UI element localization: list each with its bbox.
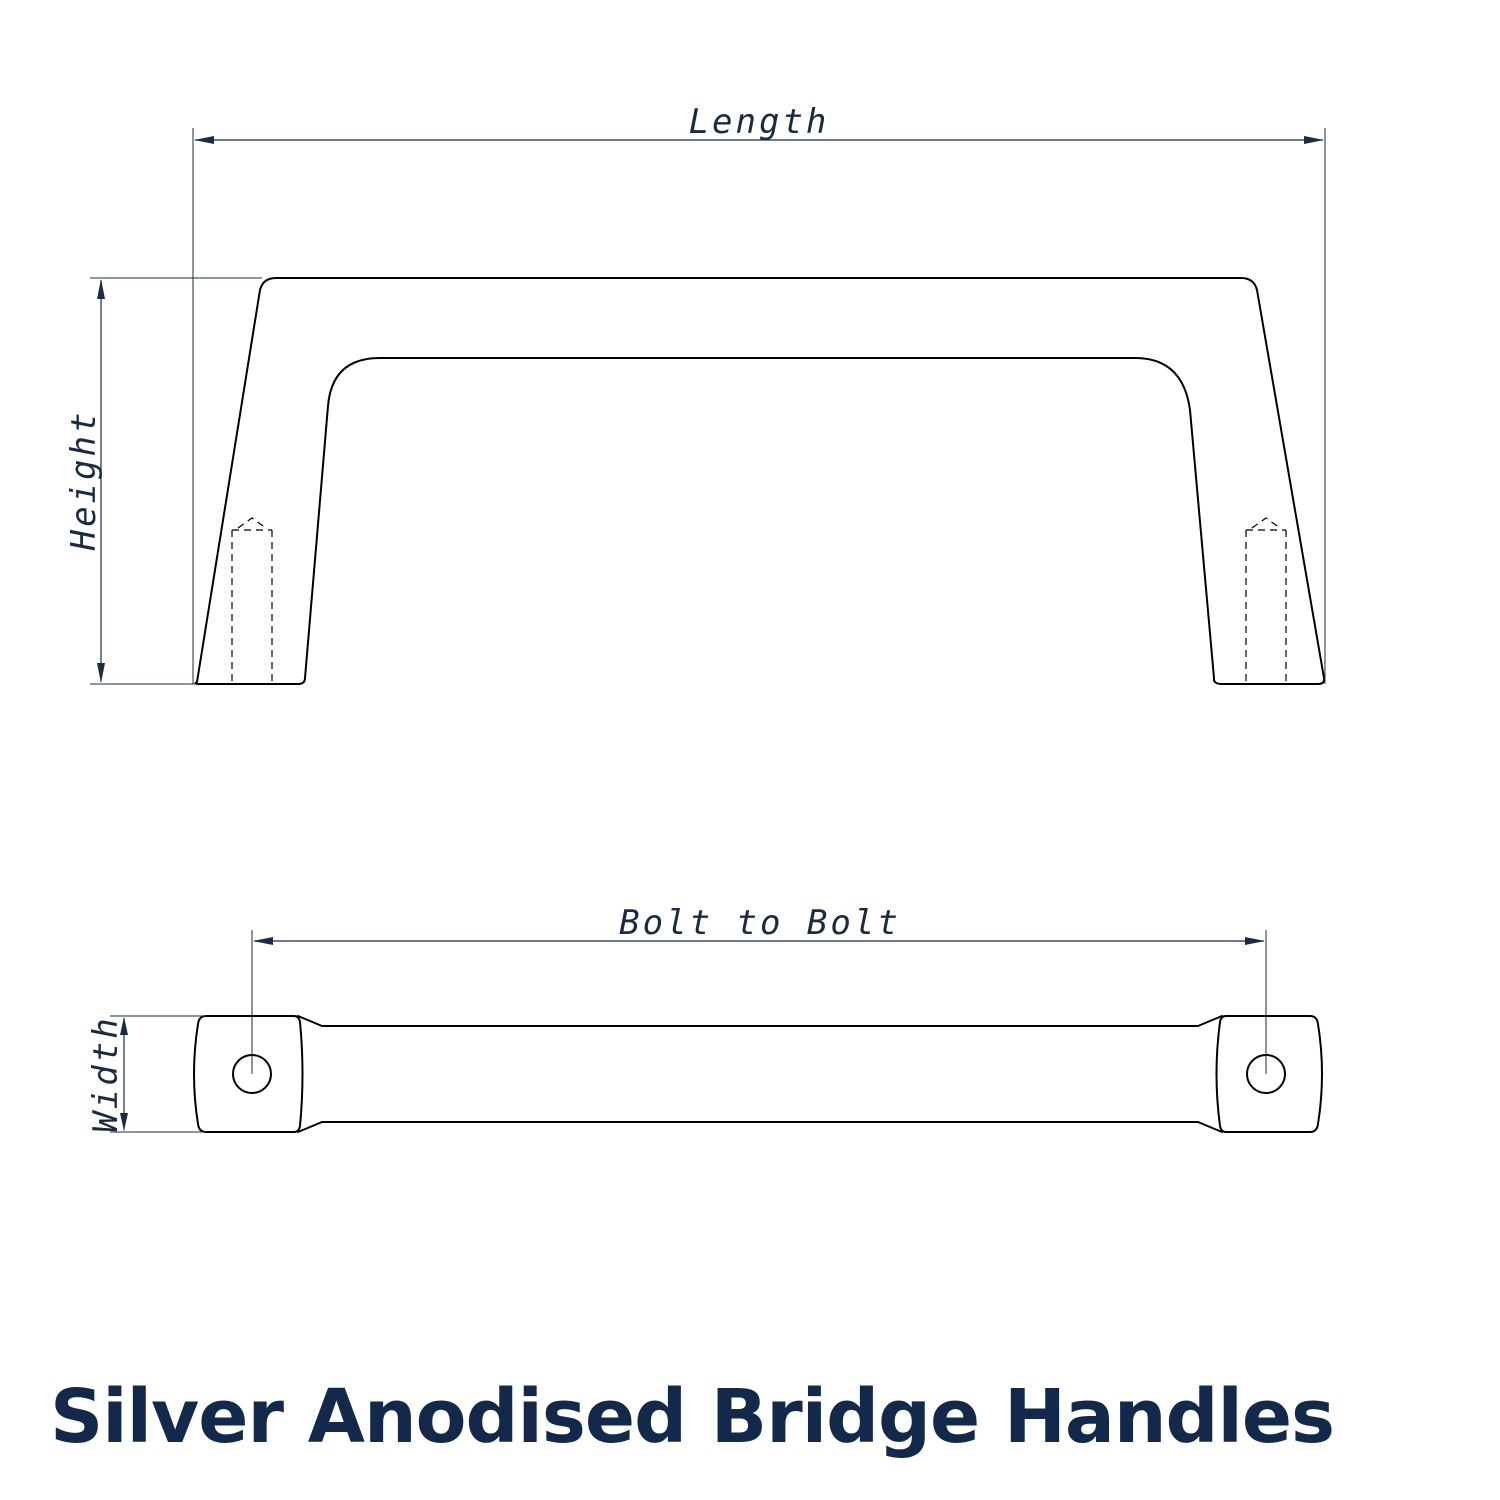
left-hidden-bolt-hole bbox=[231, 517, 273, 682]
height-dimension: Height bbox=[64, 277, 262, 685]
bolt-to-bolt-dimension: Bolt to Bolt bbox=[251, 903, 1267, 1074]
length-dimension: Length bbox=[192, 102, 1326, 684]
bar-body-outline bbox=[297, 1015, 1223, 1027]
bolt-to-bolt-label: Bolt to Bolt bbox=[619, 903, 901, 943]
width-arrow-top bbox=[120, 1017, 128, 1035]
right-foot-outline bbox=[1215, 1015, 1323, 1133]
plan-view: Bolt to Bolt Width bbox=[86, 903, 1323, 1133]
length-arrow-left bbox=[194, 136, 214, 144]
left-foot-outline bbox=[193, 1015, 304, 1133]
bar-body-outline-bottom bbox=[297, 1121, 1223, 1133]
height-arrow-top bbox=[97, 279, 105, 299]
bolt-arrow-right bbox=[1245, 937, 1265, 945]
height-arrow-bottom bbox=[97, 663, 105, 683]
width-label: Width bbox=[86, 1015, 126, 1132]
bolt-arrow-left bbox=[253, 937, 273, 945]
width-dimension: Width bbox=[86, 1015, 206, 1133]
handle-side-outline bbox=[194, 277, 1326, 685]
length-arrow-right bbox=[1304, 136, 1324, 144]
length-label: Length bbox=[689, 102, 830, 142]
side-elevation-view: Length Height bbox=[64, 102, 1326, 685]
width-arrow-bottom bbox=[120, 1113, 128, 1131]
right-hidden-bolt-hole bbox=[1245, 517, 1287, 682]
height-label: Height bbox=[64, 410, 104, 552]
page-title: Silver Anodised Bridge Handles bbox=[50, 1374, 1335, 1460]
